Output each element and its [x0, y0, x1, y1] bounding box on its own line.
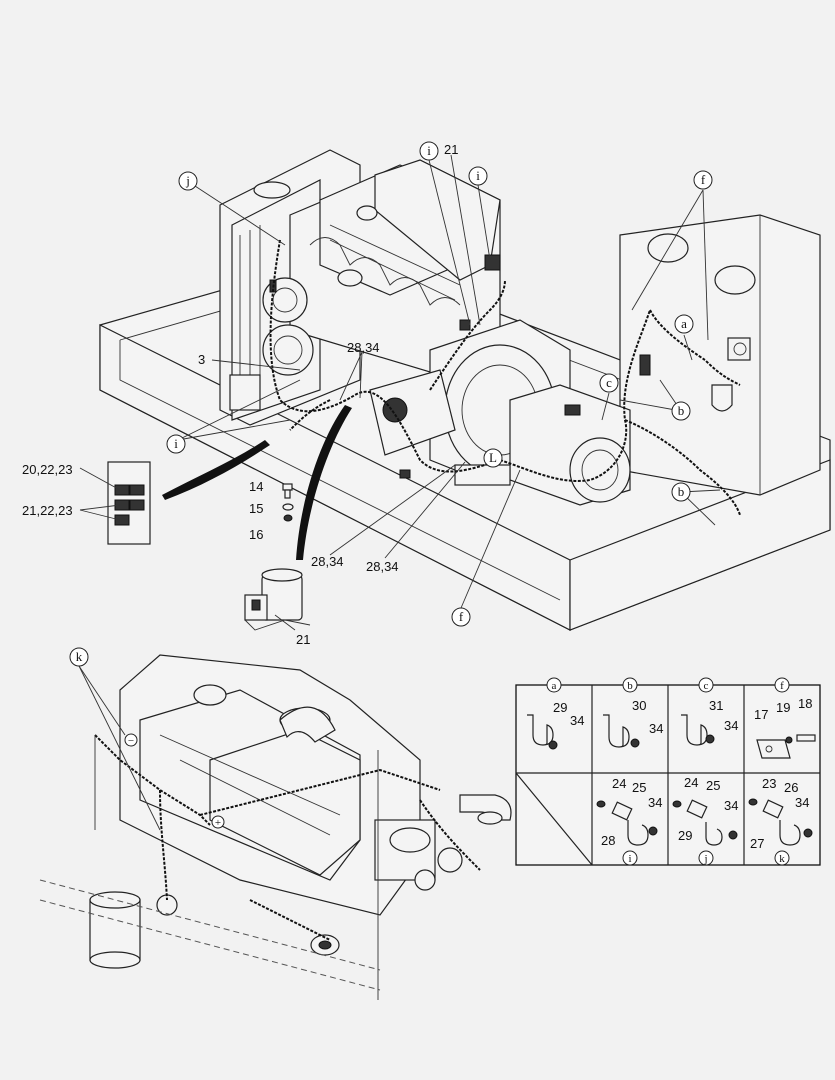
detail-cell-c: c 31 34 — [681, 677, 738, 746]
label-28-34-top: 28,34 — [347, 340, 380, 355]
callout-c: c — [599, 373, 619, 393]
svg-text:b: b — [678, 484, 685, 499]
detail-part: 34 — [795, 795, 809, 810]
tank-relay — [711, 337, 751, 412]
detail-id-a: a — [552, 680, 557, 692]
detail-id-j: j — [703, 853, 707, 865]
detail-cell-a: a 29 34 — [527, 677, 584, 750]
lower-harness — [39, 734, 481, 1000]
detail-part: 34 — [570, 713, 584, 728]
callout-L: L — [483, 448, 503, 468]
detail-part: 24 — [684, 775, 698, 790]
detail-id-b: b — [627, 680, 633, 692]
svg-text:−: − — [128, 735, 134, 747]
callout-b-1: b — [671, 401, 691, 421]
svg-text:j: j — [185, 173, 190, 188]
detail-cell-j: j 24 25 34 29 — [672, 775, 738, 866]
detail-id-i: i — [628, 853, 631, 865]
svg-text:i: i — [427, 143, 431, 158]
svg-text:i: i — [476, 168, 480, 183]
label-14: 14 — [249, 479, 263, 494]
detail-id-c: c — [704, 680, 709, 692]
label-20-22-23: 20,22,23 — [22, 462, 73, 477]
svg-text:c: c — [606, 375, 612, 390]
detail-part: 25 — [706, 778, 720, 793]
connector-arrow — [162, 440, 270, 500]
detail-part: 30 — [632, 698, 646, 713]
callout-j: j — [178, 171, 198, 191]
svg-text:i: i — [174, 436, 178, 451]
label-28-34-mid: 28,34 — [311, 554, 344, 569]
detail-part: 34 — [649, 721, 663, 736]
label-3: 3 — [198, 352, 205, 367]
engine — [262, 159, 501, 376]
label-21-top: 21 — [444, 142, 458, 157]
detail-part: 31 — [709, 698, 723, 713]
label-21-relay: 21 — [296, 632, 310, 647]
detail-part: 24 — [612, 776, 626, 791]
detail-table — [515, 684, 821, 866]
detail-part: 29 — [553, 700, 567, 715]
label-16: 16 — [249, 527, 263, 542]
callout-f-bottom: f — [451, 607, 471, 627]
detail-cell-i: i 24 25 34 28 — [596, 776, 662, 866]
detail-part: 25 — [632, 780, 646, 795]
callout-a: a — [674, 314, 694, 334]
detail-cell-k: k 23 26 34 27 — [748, 776, 813, 866]
leader-lines — [78, 154, 721, 831]
connector-block — [107, 461, 151, 545]
detail-part: 34 — [724, 718, 738, 733]
callout-k: k — [69, 647, 89, 667]
label-28-34-low: 28,34 — [366, 559, 399, 574]
callout-i-top: i — [419, 141, 439, 161]
detail-cell-b: b 30 34 — [603, 677, 663, 748]
detail-part: 26 — [784, 780, 798, 795]
wiring-harness-upper — [269, 239, 741, 516]
callout-b-2: b — [671, 482, 691, 502]
label-21-22-23: 21,22,23 — [22, 503, 73, 518]
svg-text:f: f — [701, 172, 706, 187]
svg-text:f: f — [459, 609, 464, 624]
detail-part: 34 — [724, 798, 738, 813]
detail-part: 28 — [601, 833, 615, 848]
bolt-stack — [282, 483, 294, 522]
fuel-tank — [619, 214, 821, 496]
relay-arrow — [296, 405, 352, 560]
detail-part: 19 — [776, 700, 790, 715]
minus-terminal-marker: − — [124, 733, 138, 747]
detail-part: 29 — [678, 828, 692, 843]
callout-f-top: f — [693, 170, 713, 190]
detail-cell-f: f 17 19 18 — [754, 677, 816, 759]
svg-text:b: b — [678, 403, 685, 418]
svg-text:k: k — [76, 649, 83, 664]
detail-id-k: k — [779, 853, 785, 865]
detail-part: 17 — [754, 707, 768, 722]
detail-part: 27 — [750, 836, 764, 851]
callout-i-right-top: i — [468, 166, 488, 186]
starter-relay — [244, 568, 311, 631]
svg-text:+: + — [215, 817, 221, 829]
detail-part: 23 — [762, 776, 776, 791]
lower-engine-detail — [89, 654, 512, 969]
plus-terminal-marker: + — [211, 815, 225, 829]
detail-part: 18 — [798, 696, 812, 711]
svg-text:L: L — [489, 450, 497, 465]
label-15: 15 — [249, 501, 263, 516]
detail-part: 34 — [648, 795, 662, 810]
callout-i-left: i — [166, 434, 186, 454]
svg-text:a: a — [681, 316, 687, 331]
detail-id-f: f — [780, 680, 784, 692]
